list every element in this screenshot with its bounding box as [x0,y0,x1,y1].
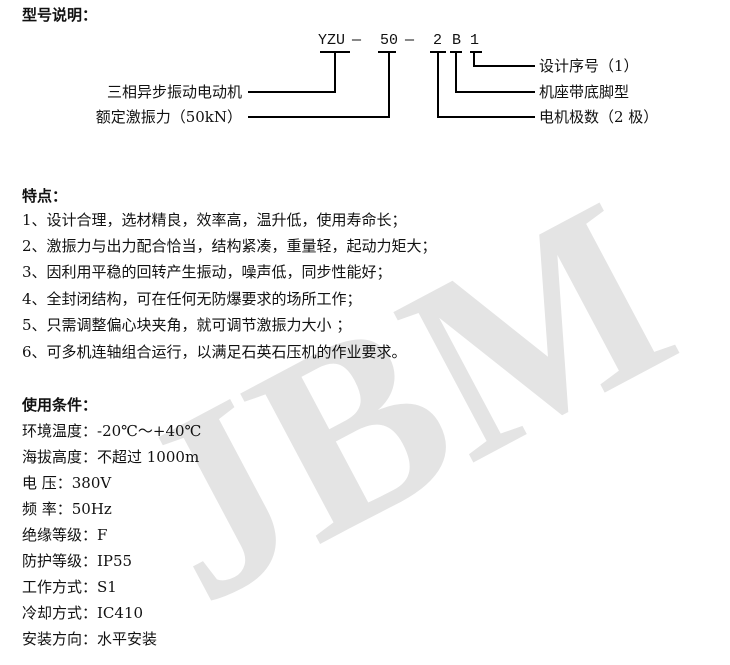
label-motor-type: 三相异步振动电动机 [106,83,242,101]
condition-item: 电 压：380V [22,474,112,492]
conditions-title: 使用条件： [22,396,98,414]
model-title: 型号说明： [22,6,98,24]
label-base: 机座带底脚型 [539,83,630,101]
code-1: 1 [470,32,480,49]
condition-item: 绝缘等级：F [22,526,108,544]
condition-item: 防护等级：IP55 [22,552,133,570]
feature-item: 1、设计合理，选材精良，效率高，温升低，使用寿命长； [22,211,407,229]
code-yzu: YZU [318,32,346,49]
label-force: 额定激振力（50kN） [95,108,242,126]
feature-item: 2、激振力与出力配合恰当，结构紧凑，重量轻，起动力矩大； [22,237,437,255]
condition-item: 冷却方式：IC410 [22,604,144,622]
condition-item: 频 率：50Hz [22,500,112,518]
feature-item: 5、只需调整偏心块夹角，就可调节激振力大小 ； [22,316,352,334]
label-poles: 电机极数（2 极） [539,108,659,126]
code-b: B [452,32,462,49]
condition-item: 工作方式：S1 [22,578,117,596]
code-dash: — [352,32,362,49]
condition-item: 海拔高度：不超过 1000m [22,448,200,466]
feature-item: 6、可多机连轴组合运行，以满足石英石压机的作业要求。 [22,343,407,361]
code-dash: — [405,32,415,49]
condition-item: 环境温度：-20℃～+40℃ [22,422,202,440]
condition-item: 安装方向：水平安装 [22,630,158,648]
code-50: 50 [380,32,399,49]
features-title: 特点： [22,187,68,205]
feature-item: 4、全封闭结构，可在任何无防爆要求的场所工作； [22,290,362,308]
label-serial: 设计序号（1） [539,57,639,75]
feature-item: 3、因利用平稳的回转产生振动，噪声低，同步性能好； [22,263,392,281]
code-2: 2 [433,32,443,49]
